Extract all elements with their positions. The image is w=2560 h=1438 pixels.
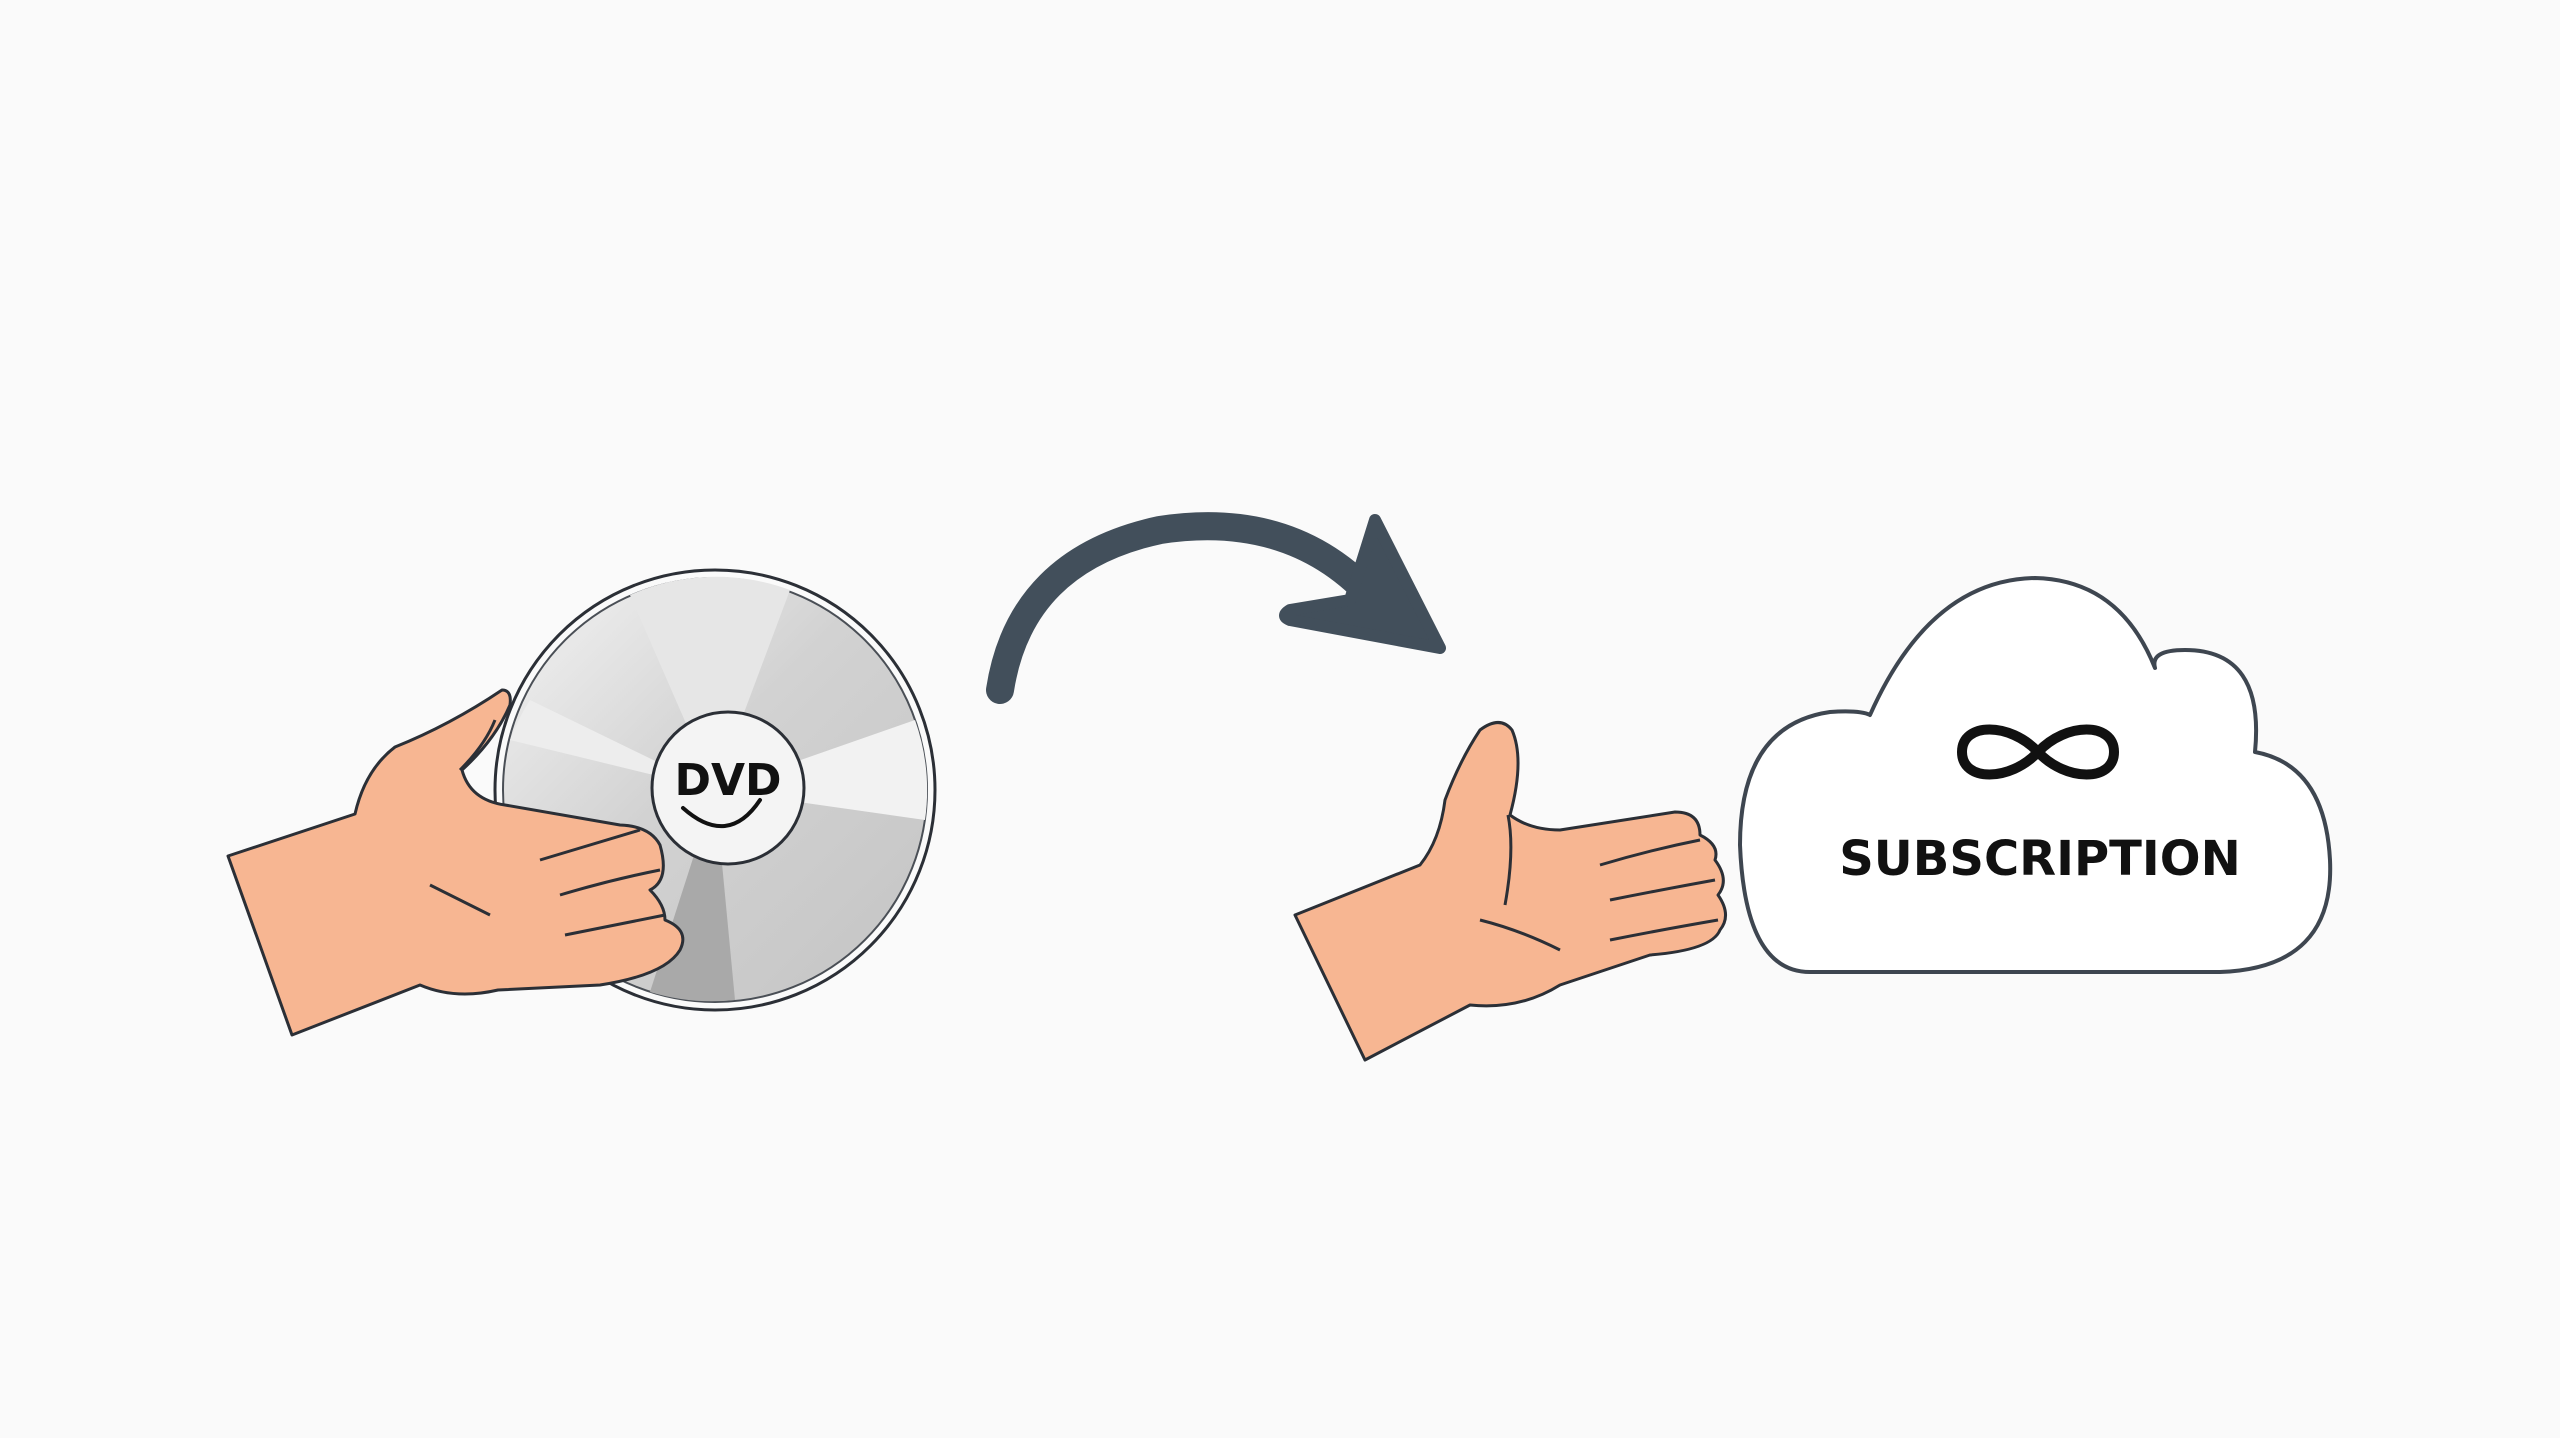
- left-finger-line-1: [539, 828, 641, 862]
- left-palm-crease: [429, 883, 491, 917]
- transition-arrow-icon: [986, 512, 1446, 704]
- cloud-icon: SUBSCRIPTION: [1738, 576, 2333, 974]
- disc-outer-ring: [493, 568, 937, 1012]
- open-hand-icon: [1293, 721, 1727, 1062]
- right-palm-crease: [1479, 918, 1561, 952]
- right-finger-line-2: [1609, 878, 1716, 902]
- arrow-head: [1279, 514, 1446, 654]
- hand-holding-disc-icon: [226, 688, 685, 1037]
- right-thumb-line: [1503, 814, 1513, 906]
- cloud-label: SUBSCRIPTION: [1839, 831, 2241, 887]
- right-finger-line-1: [1599, 838, 1701, 867]
- disc-hub: [650, 710, 806, 866]
- right-hand-palm: [1293, 721, 1727, 1062]
- right-finger-line-3: [1609, 918, 1719, 942]
- disc-smile: [681, 798, 762, 829]
- left-finger-line-2: [559, 868, 661, 897]
- disc-label: DVD: [674, 755, 781, 806]
- cloud-outline: [1738, 576, 2333, 974]
- left-hand-palm: [226, 688, 685, 1037]
- arrow-curve: [986, 512, 1384, 704]
- infinity-icon: [1957, 724, 2119, 780]
- left-thumb-line: [458, 719, 497, 772]
- disc-sheen-1: [630, 576, 790, 790]
- left-finger-line-3: [564, 913, 666, 937]
